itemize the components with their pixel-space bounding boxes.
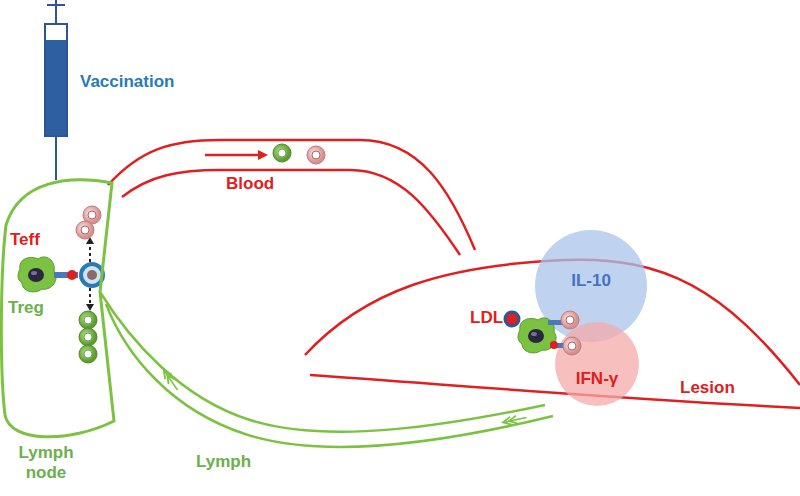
vessel-label: Lymph (194, 452, 253, 472)
lymph-vessel (100, 292, 553, 447)
lymph-node-outline (0, 175, 128, 475)
cell-label: Teff (10, 230, 40, 250)
node-label: Lymph node (14, 443, 78, 483)
node-label: Lesion (680, 378, 735, 398)
lymph-node: Lymph node (0, 175, 128, 475)
cell-label: Treg (8, 298, 44, 318)
vaccination-label: Vaccination (80, 72, 174, 92)
node-label: IFN-γ (576, 369, 619, 389)
vessel-label: Blood (224, 174, 276, 194)
blood-vessel (108, 140, 475, 255)
node-label: IL-10 (571, 271, 611, 291)
ifng-cloud: IFN-γ (555, 322, 639, 406)
lesion: Lesion IL-10IFN-γ (305, 250, 800, 420)
molecule-label: LDL (470, 308, 503, 328)
